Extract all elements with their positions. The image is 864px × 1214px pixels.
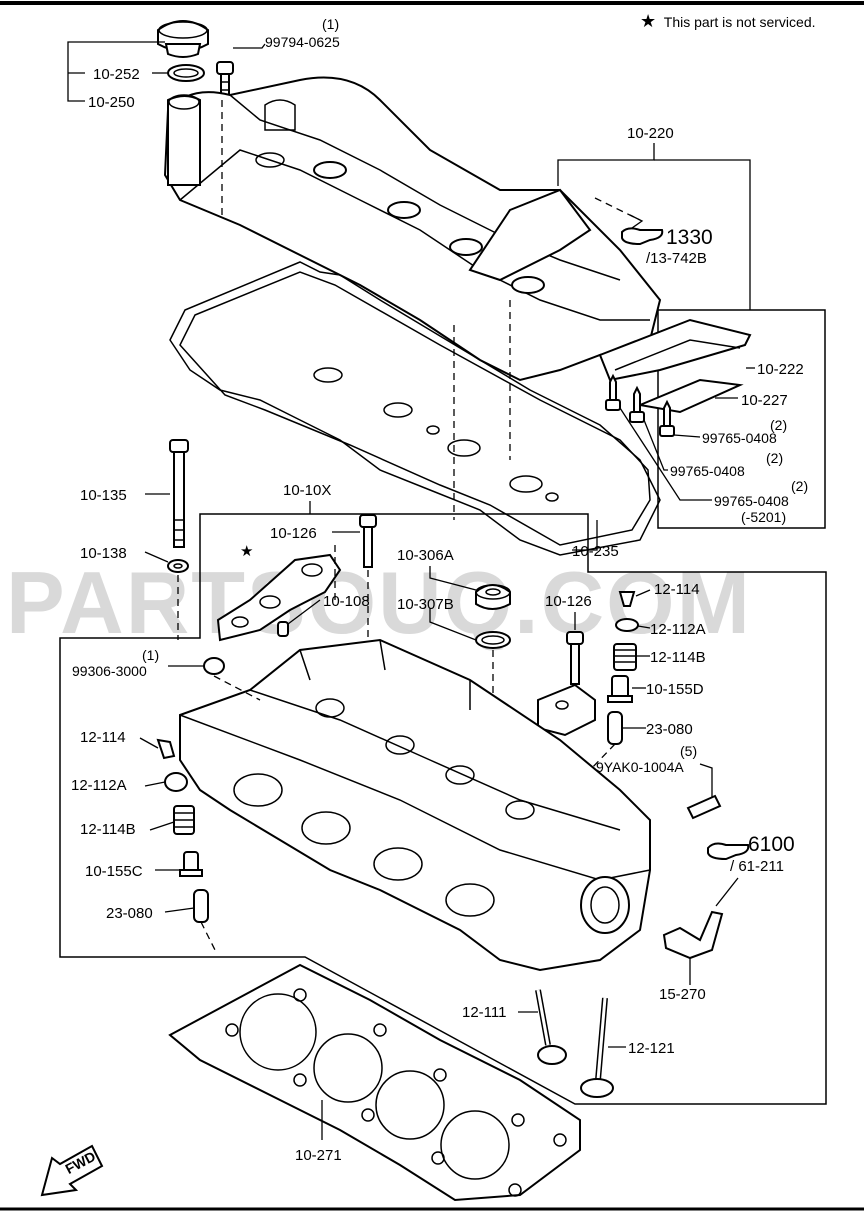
label-12-114b-right: 12-114B [650, 649, 706, 666]
label-10-155c: 10-155C [85, 863, 143, 880]
label-qty-99765-c: (2) [791, 478, 808, 494]
label-10-10x: 10-10X [283, 482, 331, 499]
stem-seal-10-155c[interactable] [179, 851, 203, 877]
label-10-307b: 10-307B [397, 596, 454, 613]
camshaft-caps[interactable] [216, 553, 342, 642]
bolt-10-126-right[interactable] [566, 631, 584, 685]
bolt-99794[interactable] [216, 61, 234, 105]
ref-1330-pointer[interactable] [621, 227, 664, 246]
valve-keeper-12-114-left[interactable] [156, 738, 176, 760]
label-10-271: 10-271 [295, 1147, 342, 1164]
ref-1330-sub[interactable]: /13-742B [646, 250, 707, 267]
cylinder-head-gasket[interactable] [168, 963, 581, 1202]
star-not-serviced: ★ [240, 543, 253, 560]
bracket-10-227[interactable] [636, 378, 744, 414]
label-12-111: 12-111 [462, 1004, 506, 1021]
label-10-252: 10-252 [93, 66, 140, 83]
plug-99306-3000[interactable] [203, 657, 225, 675]
stem-seal-10-155d[interactable] [607, 675, 633, 703]
label-10-126-right: 10-126 [545, 593, 592, 610]
screw-99765-c[interactable] [605, 373, 621, 411]
label-23-080-right: 23-080 [646, 721, 693, 738]
cap-seal-ring[interactable] [167, 64, 205, 82]
label-10-306a: 10-306A [397, 547, 454, 564]
label-99794-0625: 99794-0625 [265, 34, 340, 50]
dowel-10-108[interactable] [277, 621, 289, 637]
valve-spring-12-114b-left[interactable] [173, 805, 195, 835]
watermark: PARTSOUQ.COM [6, 553, 752, 652]
intake-valve-12-111[interactable] [535, 989, 567, 1065]
ref-1330-number[interactable]: 1330 [666, 226, 713, 249]
label-10-138: 10-138 [80, 545, 127, 562]
spring-seat-12-112a-right[interactable] [615, 618, 639, 632]
label-99765-0408-c: 99765-0408 [714, 493, 789, 509]
screw-99765-a[interactable] [659, 399, 675, 437]
label-qty-99765-a: (2) [770, 417, 787, 433]
label-9yak0-1004a: 9YAK0-1004A [596, 759, 684, 775]
spring-seat-12-112a-left[interactable] [164, 772, 188, 792]
oil-filler-cap[interactable] [157, 20, 209, 58]
label-10-155d: 10-155D [646, 681, 704, 698]
label-10-220: 10-220 [627, 125, 674, 142]
label-12-112a-left: 12-112A [71, 777, 127, 794]
label-12-114b-left: 12-114B [80, 821, 136, 838]
label-qty-9yak0: (5) [680, 743, 697, 759]
valve-guide-23-080-left[interactable] [193, 889, 209, 923]
label-10-108: 10-108 [323, 593, 370, 610]
oil-seal-10-306a[interactable] [475, 584, 511, 610]
screw-99765-b[interactable] [629, 385, 645, 423]
label-10-235: 10-235 [572, 543, 619, 560]
label-qty-99765-b: (2) [766, 450, 783, 466]
cylinder-head-cover[interactable] [163, 76, 662, 382]
washer-10-138[interactable] [167, 559, 189, 573]
label-qty-99306: (1) [142, 647, 159, 663]
fwd-arrow-icon: FWD [40, 1144, 104, 1197]
label-15-270: 15-270 [659, 986, 706, 1003]
label-12-121: 12-121 [628, 1040, 675, 1057]
cylinder-head[interactable] [179, 638, 651, 972]
cylinder-head-assy-frame [59, 513, 827, 1105]
exhaust-valve-12-121[interactable] [580, 997, 614, 1098]
label-10-227: 10-227 [741, 392, 788, 409]
label-10-222: 10-222 [757, 361, 804, 378]
label-5201: (-5201) [741, 509, 786, 525]
label-12-112a-right: 12-112A [650, 621, 706, 638]
ref-6100-number[interactable]: 6100 [748, 833, 795, 856]
label-99306-3000: 99306-3000 [72, 663, 147, 679]
label-99765-0408-b: 99765-0408 [670, 463, 745, 479]
head-bolt-10-135[interactable] [169, 439, 189, 548]
label-23-080-left: 23-080 [106, 905, 153, 922]
cam-cap-right[interactable] [537, 683, 596, 737]
seal-ring-10-307b[interactable] [475, 631, 511, 649]
valve-keeper-12-114-right[interactable] [618, 591, 636, 607]
bolt-10-126-left[interactable] [359, 514, 377, 568]
label-12-114-right: 12-114 [654, 581, 700, 598]
not-serviced-note: ★ This part is not serviced. [640, 11, 816, 31]
fitting-15-270[interactable] [662, 910, 724, 960]
ref-6100-pointer[interactable] [707, 842, 750, 861]
stud-9yak0-1004a[interactable] [686, 794, 722, 820]
label-10-250: 10-250 [88, 94, 135, 111]
label-12-114-left: 12-114 [80, 729, 126, 746]
label-99765-0408-a: 99765-0408 [702, 430, 777, 446]
label-10-135: 10-135 [80, 487, 127, 504]
valve-spring-12-114b-right[interactable] [613, 643, 637, 671]
label-10-126-left: 10-126 [270, 525, 317, 542]
ref-6100-sub[interactable]: / 61-211 [730, 858, 784, 875]
valve-guide-23-080-right[interactable] [607, 711, 623, 745]
label-qty-99794: (1) [322, 16, 339, 32]
head-cover-gasket[interactable] [169, 261, 661, 556]
